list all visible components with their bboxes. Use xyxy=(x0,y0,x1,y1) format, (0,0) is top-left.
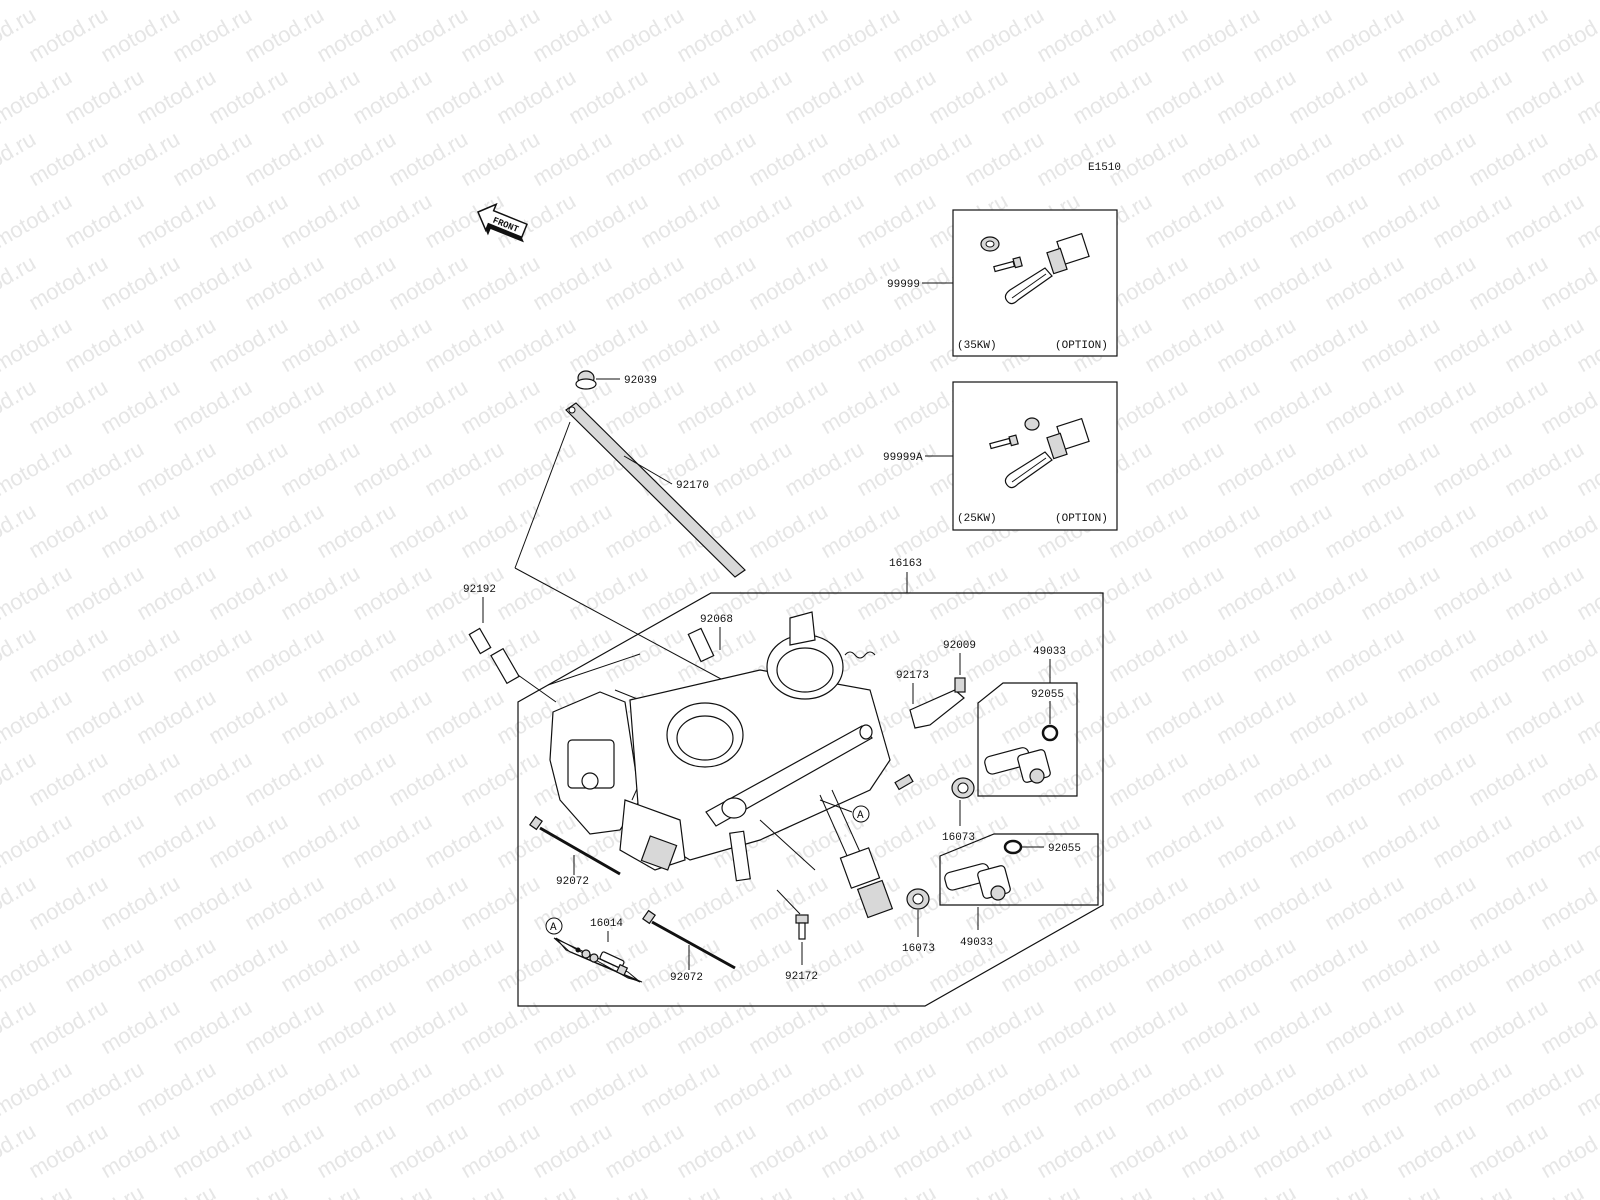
diagram-code: E1510 xyxy=(1088,162,1121,174)
grommet-icon xyxy=(951,777,975,799)
bolt-icon xyxy=(993,256,1023,273)
collar-icon xyxy=(980,236,1000,252)
option-part-number: 99999A xyxy=(883,452,923,464)
throttle-stopper-icon xyxy=(1004,232,1090,305)
callout-92039: 92039 xyxy=(624,375,657,387)
o-ring-icon xyxy=(1041,724,1059,742)
callout-16073-top: 16073 xyxy=(942,832,975,844)
callout-92172: 92172 xyxy=(785,971,818,983)
screw-icon xyxy=(954,677,966,693)
callout-16163: 16163 xyxy=(889,558,922,570)
grommet-icon xyxy=(906,888,930,910)
nut-icon xyxy=(575,370,597,390)
option-box-25kw: 99999A (25KW) (OPTION) xyxy=(883,381,1118,531)
cable-tie-icon xyxy=(529,815,621,876)
injector-box-bottom xyxy=(939,833,1099,906)
option-power: (25KW) xyxy=(957,513,997,525)
hose-icon xyxy=(468,627,520,685)
cable-tie-icon xyxy=(642,909,736,970)
collar-icon xyxy=(1024,417,1040,431)
option-note: (OPTION) xyxy=(1055,513,1108,525)
o-ring-icon xyxy=(1003,839,1023,855)
callout-92170: 92170 xyxy=(676,480,709,492)
assembly-outline xyxy=(517,592,1104,1007)
injector-icon xyxy=(944,863,1011,901)
callout-49033-bot: 49033 xyxy=(960,937,993,949)
injector-icon xyxy=(984,747,1051,784)
callout-16014: 16014 xyxy=(590,918,623,930)
strap-assembly: 92039 92170 xyxy=(514,370,761,701)
throttle-stopper-icon xyxy=(1004,417,1090,489)
adjuster-kit-icon xyxy=(575,947,629,977)
option-power: (35KW) xyxy=(957,340,997,352)
option-part-number: 99999 xyxy=(887,279,920,291)
callout-92173: 92173 xyxy=(896,670,929,682)
ref-circle-a: A xyxy=(857,810,864,822)
bolt-icon xyxy=(989,434,1019,450)
front-arrow-icon: FRONT xyxy=(477,202,528,243)
screw-icon xyxy=(795,914,809,940)
clamp-icon xyxy=(909,689,965,729)
callout-92192: 92192 xyxy=(463,584,496,596)
band-icon xyxy=(565,402,746,578)
throttle-body-icon xyxy=(549,611,914,919)
callout-92068: 92068 xyxy=(700,614,733,626)
callout-16073-bot: 16073 xyxy=(902,943,935,955)
callout-92072-mid: 92072 xyxy=(670,972,703,984)
option-box-35kw: 99999 (35KW) (OPTION) xyxy=(887,209,1118,357)
callout-92055-top: 92055 xyxy=(1031,689,1064,701)
option-note: (OPTION) xyxy=(1055,340,1108,352)
callout-49033-top: 49033 xyxy=(1033,646,1066,658)
callout-92055-bot: 92055 xyxy=(1048,843,1081,855)
ref-circle-a: A xyxy=(550,922,557,934)
callout-92009: 92009 xyxy=(943,640,976,652)
injector-box-top xyxy=(977,682,1078,797)
callout-92072-left: 92072 xyxy=(556,876,589,888)
cap-icon xyxy=(687,627,715,663)
